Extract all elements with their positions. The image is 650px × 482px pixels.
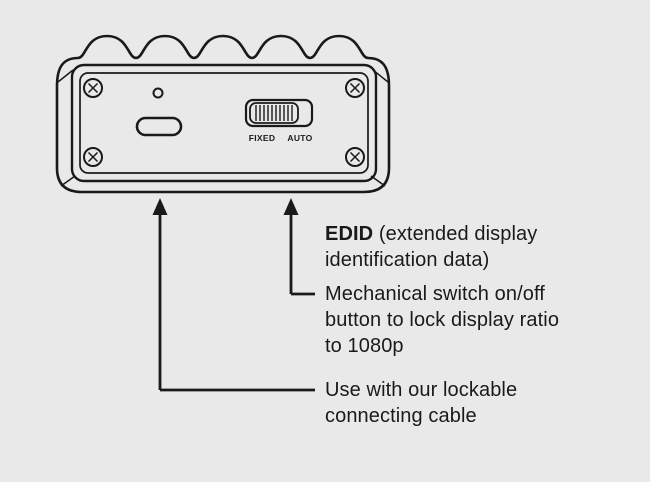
device-panel-inner — [79, 72, 369, 174]
corner-edge-lines — [57, 69, 389, 187]
screw-icon — [345, 147, 365, 167]
switch-knob-ridges — [255, 105, 293, 121]
note-cable-line1: Use with our lockable — [325, 379, 518, 401]
arrow-to-switch — [283, 198, 315, 296]
screws — [83, 78, 365, 167]
note-edid-line2: identification data) — [325, 249, 490, 271]
usb-c-port — [135, 116, 183, 137]
note-switch-line3: to 1080p — [325, 335, 404, 357]
arrow-to-port — [152, 198, 315, 392]
arrowhead-icon — [152, 198, 168, 215]
note-cable: Use with our lockable connecting cable — [325, 377, 517, 429]
screw-icon — [83, 78, 103, 98]
screw-icon — [83, 147, 103, 167]
edid-term: EDID — [325, 223, 374, 245]
edid-switch: FIXED AUTO — [244, 98, 314, 143]
switch-knob — [249, 102, 299, 124]
screw-icon — [345, 78, 365, 98]
device-panel-outer — [70, 63, 378, 183]
note-cable-line2: connecting cable — [325, 405, 477, 427]
note-switch-line2: button to lock display ratio — [325, 309, 560, 331]
device-body: FIXED AUTO — [55, 34, 391, 194]
switch-label-fixed: FIXED — [249, 133, 276, 143]
note-edid: EDID (extended display identification da… — [325, 221, 537, 273]
arrowhead-icon — [283, 198, 299, 215]
note-edid-line1: EDID (extended display — [325, 223, 538, 245]
note-switch-line1: Mechanical switch on/off — [325, 283, 545, 305]
switch-slot — [244, 98, 314, 128]
switch-label-auto: AUTO — [287, 133, 312, 143]
device-outline — [55, 34, 391, 194]
note-mechanical-switch: Mechanical switch on/off button to lock … — [325, 281, 559, 359]
led-indicator — [152, 87, 164, 99]
